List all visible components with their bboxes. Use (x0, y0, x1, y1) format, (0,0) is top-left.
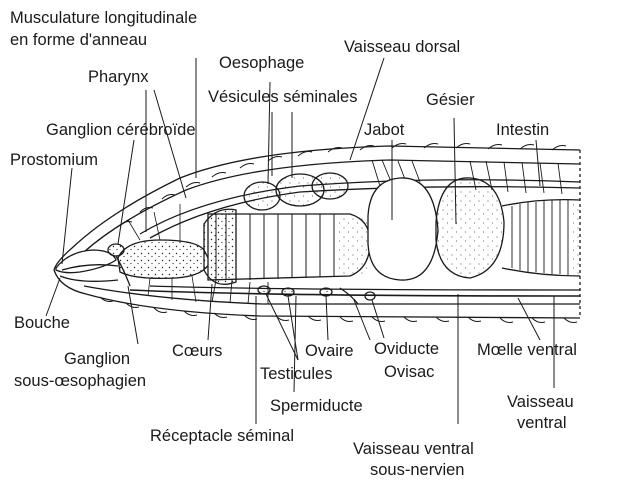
ventral-nerve-cord (130, 290, 580, 296)
leader-ovaire (326, 296, 328, 340)
leader-bouche (46, 278, 60, 316)
label-ganglion-sous-line2: sous-œsophagien (14, 372, 146, 391)
testis-1 (258, 286, 270, 294)
crop (368, 178, 438, 280)
leader-pharynx (154, 90, 186, 198)
mouth (60, 276, 118, 281)
label-gesier: Gésier (426, 91, 475, 110)
label-musculature-line2: en forme d'anneau (10, 31, 147, 50)
intestine-folds (512, 200, 568, 275)
seminal-vesicle-3 (312, 173, 348, 199)
label-oviducte: Oviducte (374, 340, 439, 359)
label-vaisseau-ventral-line2: ventral (517, 414, 567, 433)
label-vaisseau-sous-line1: Vaisseau ventral (353, 440, 474, 459)
label-receptacle-seminal: Réceptacle séminal (150, 427, 294, 446)
gizzard (436, 178, 504, 278)
label-vesicules-seminales: Vésicules séminales (208, 88, 357, 107)
label-vaisseau-dorsal: Vaisseau dorsal (344, 38, 460, 57)
label-pharynx: Pharynx (88, 68, 149, 87)
label-ovaire: Ovaire (305, 342, 354, 361)
seminal-vesicle-1 (244, 182, 280, 210)
label-ovisac: Ovisac (384, 363, 434, 382)
label-testicules: Testicules (260, 365, 332, 384)
pharynx-shape (118, 240, 210, 278)
testis-2 (282, 288, 294, 296)
label-vaisseau-sous-line2: sous-nervien (370, 461, 464, 480)
label-bouche: Bouche (14, 314, 70, 333)
label-musculature-line1: Musculature longitudinale (10, 9, 197, 28)
ovary (320, 288, 332, 296)
hearts (204, 209, 236, 284)
label-vaisseau-ventral-line1: Vaisseau (507, 393, 574, 412)
label-prostomium: Prostomium (10, 151, 98, 170)
label-ganglion-cerebroide: Ganglion cérébroïde (46, 121, 196, 140)
label-jabot: Jabot (364, 121, 404, 140)
label-ganglion-sous-line1: Ganglion (64, 350, 130, 369)
leader-ganglion-cerebroide (118, 140, 134, 244)
oviduct (340, 288, 358, 304)
label-spermiducte: Spermiducte (270, 397, 363, 416)
label-moelle-ventral: Mœlle ventral (477, 341, 577, 360)
label-intestin: Intestin (496, 121, 549, 140)
label-coeurs: Cœurs (172, 342, 222, 361)
leader-oviducte (354, 300, 370, 340)
label-oesophage: Oesophage (219, 54, 304, 73)
leader-vaisseau-dorsal (350, 58, 384, 160)
